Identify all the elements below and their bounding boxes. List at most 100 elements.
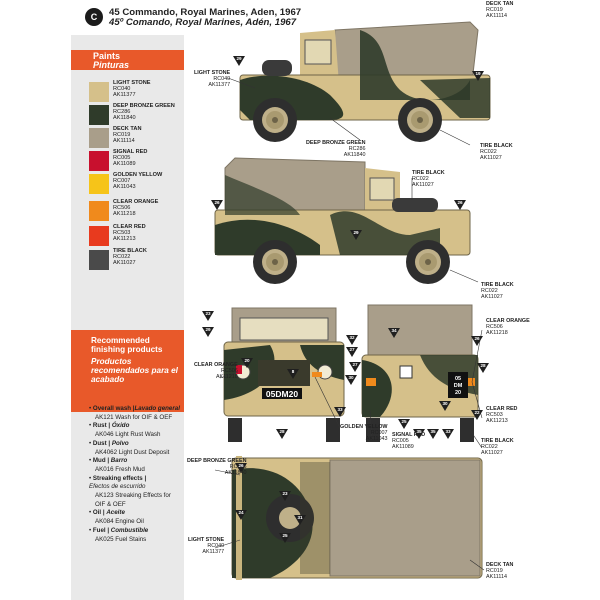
paint-name: DEEP BRONZE GREEN <box>113 103 175 109</box>
paint-code: RC019 <box>113 132 131 139</box>
side-view-right <box>214 157 471 284</box>
paint-code: RC005 <box>113 155 131 162</box>
callout-golden-yellow: GOLDEN YELLOW RC007 AK11043 <box>340 424 388 442</box>
paint-name: CLEAR RED <box>113 224 146 230</box>
rear-wheel-icon <box>253 240 297 284</box>
callout-deep-bronze-side: DEEP BRONZE GREEN RC286 AK11840 <box>306 140 366 158</box>
color-chip <box>89 105 109 125</box>
rear-plate-line-3: 20 <box>455 390 461 396</box>
color-chip <box>89 82 109 102</box>
callout-signal-red: SIGNAL RED RC005 AK11089 <box>392 432 426 450</box>
paint-code: RC503 <box>113 230 131 237</box>
callout-tire-black-side-2b: TIRE BLACK RC022 AK11027 <box>481 282 514 300</box>
color-chip <box>89 250 109 270</box>
finishing-item-title: • Oil | Aceite <box>89 509 125 517</box>
paint-code: AK11218 <box>113 211 136 218</box>
color-chip <box>89 226 109 246</box>
finishing-product: AK016 Fresh Mud <box>95 465 145 473</box>
rear-wheel-icon <box>398 98 442 142</box>
callout-light-stone-top: LIGHT STONE RC040 AK11377 <box>188 537 225 555</box>
front-wheel-icon <box>253 98 297 142</box>
front-view: 05DM20 <box>223 307 345 442</box>
callout-deck-tan-top: DECK TAN RC019 AK11114 <box>486 1 514 19</box>
rear-plate-line-1: 05 <box>455 376 461 382</box>
section-badge: C <box>85 8 103 26</box>
paint-code: RC022 <box>113 254 131 261</box>
paint-name: SIGNAL RED <box>113 149 148 155</box>
callout-deck-tan-bottom: DECK TAN RC019 AK11114 <box>486 562 514 580</box>
finishing-heading-box: Recommended finishing products Productos… <box>71 330 184 412</box>
paint-code: AK11840 <box>113 115 136 122</box>
paint-code: AK11213 <box>113 236 136 243</box>
finishing-product: AK084 Engine Oil <box>95 518 144 526</box>
finishing-heading: Recommended finishing products <box>91 336 163 354</box>
finishing-item-title: • Rust | Óxido <box>89 422 130 430</box>
callout-tire-black-side-2a: TIRE BLACK RC022 AK11027 <box>412 170 445 188</box>
callout-clear-orange-rear: CLEAR ORANGE RC506 AK11218 <box>486 318 530 336</box>
front-wheel-icon <box>406 240 450 284</box>
paint-name: TIRE BLACK <box>113 248 147 254</box>
color-chip <box>89 128 109 148</box>
paints-heading: Paints <box>93 51 121 61</box>
finishing-item-title-es: Efectos de escurrido <box>89 483 146 491</box>
page-title: 45 Commando, Royal Marines, Aden, 1967 <box>109 7 302 18</box>
finishing-item-title: • Overall wash |Lavado general <box>89 405 180 412</box>
color-chip <box>89 151 109 171</box>
finishing-product: AK046 Light Rust Wash <box>95 431 161 439</box>
color-chip <box>89 174 109 194</box>
side-view-left <box>239 21 491 142</box>
paint-code: AK11377 <box>113 92 136 99</box>
callout-tire-black-side-1: TIRE BLACK RC022 AK11027 <box>480 143 513 161</box>
rear-view: 05 DM 20 <box>361 304 479 442</box>
paint-code: RC506 <box>113 205 131 212</box>
paint-code: RC286 <box>113 109 131 116</box>
callout-clear-red: CLEAR RED RC503 AK11213 <box>486 406 518 424</box>
rear-plate-line-2: DM <box>454 383 463 389</box>
finishing-item-title: • Fuel | Combustible <box>89 526 149 534</box>
callout-light-stone-side: LIGHT STONE RC040 AK11377 <box>194 70 231 88</box>
callout-tire-black-rear: TIRE BLACK RC022 AK11027 <box>481 438 514 456</box>
finishing-item-title: • Dust | Polvo <box>89 439 129 447</box>
finishing-item-title: • Streaking effects | <box>89 474 147 482</box>
paint-name: LIGHT STONE <box>113 80 151 86</box>
front-plate: 05DM20 <box>266 389 298 399</box>
paint-code: AK11027 <box>113 260 136 267</box>
paint-code: RC040 <box>113 86 131 93</box>
finishing-product: AK4062 Light Dust Deposit <box>95 448 170 456</box>
finishing-subheading: Productos recomendados para el acabado <box>91 357 178 384</box>
paint-name: CLEAR ORANGE <box>113 199 159 205</box>
paint-code: AK11089 <box>113 161 136 168</box>
color-chip <box>89 201 109 221</box>
paint-name: GOLDEN YELLOW <box>113 172 163 178</box>
paint-code: AK11114 <box>113 138 135 145</box>
finishing-product: AK025 Fuel Stains <box>95 535 147 543</box>
finishing-product: AK121 Wash for OIF & OEF <box>95 413 173 421</box>
finishing-product: OIF & OEF <box>95 500 126 508</box>
paint-name: DECK TAN <box>113 126 142 132</box>
paints-heading-box: Paints Pinturas <box>71 50 184 70</box>
callout-clear-orange-front: CLEAR ORANGE RC506 AK11218 <box>194 362 238 380</box>
finishing-product: AK123 Streaking Effects for <box>95 492 171 500</box>
paint-code: AK11043 <box>113 184 136 191</box>
finishing-item-title: • Mud | Barro <box>89 457 128 465</box>
page-title-spanish: 45º Comando, Royal Marines, Adén, 1967 <box>109 17 297 28</box>
top-view <box>231 456 483 580</box>
